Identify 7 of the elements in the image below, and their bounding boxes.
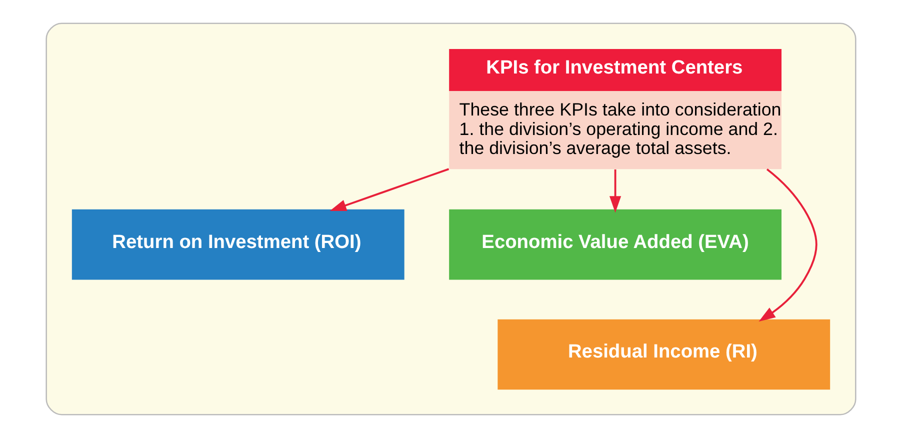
node-box: Economic Value Added (EVA) [448,209,781,280]
node-box: Residual Income (RI) [497,319,830,390]
node-box: Return on Investment (ROI) [71,209,404,280]
arrow [608,169,621,213]
arrow [758,168,817,322]
arrow [329,168,449,212]
cluster [45,22,856,416]
